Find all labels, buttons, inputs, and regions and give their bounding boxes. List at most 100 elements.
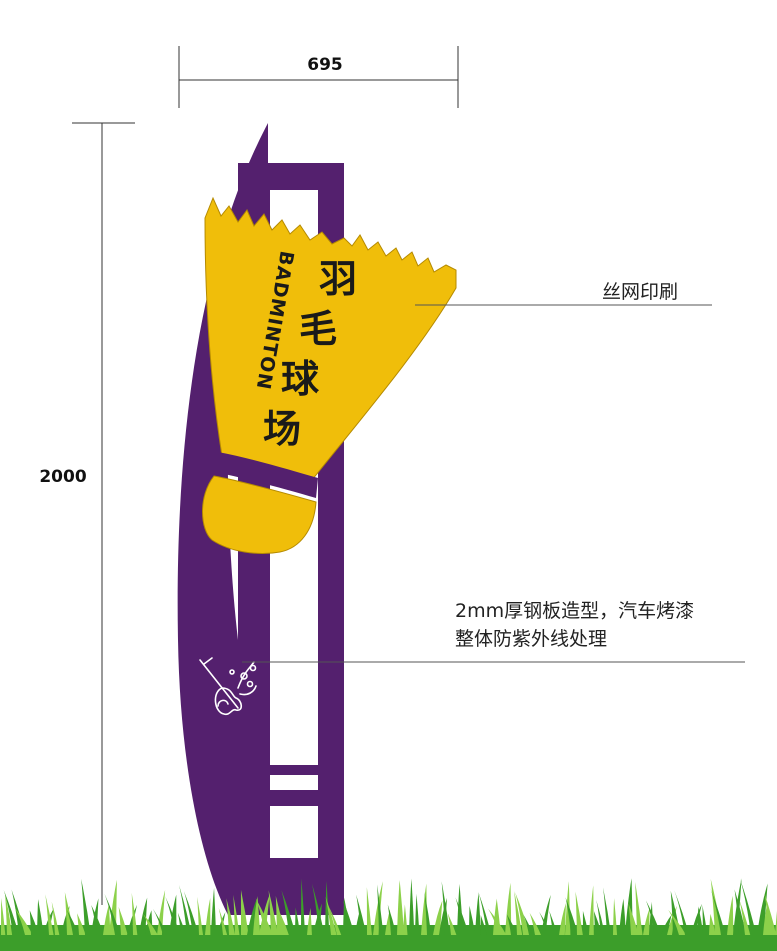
- grass-blade: [541, 894, 551, 935]
- grass-blade: [373, 881, 383, 935]
- grass-blade: [559, 903, 566, 935]
- grass-blade: [253, 896, 261, 935]
- width-label: 695: [307, 55, 343, 75]
- grass-blade: [478, 891, 492, 935]
- grass-blade: [179, 884, 192, 935]
- grass-blade: [325, 896, 337, 935]
- grass-blade: [645, 900, 662, 935]
- grass-blade: [415, 893, 420, 935]
- annotation-material-line1: 2mm厚钢板造型，汽车烤漆: [455, 600, 694, 622]
- grass-blade: [131, 892, 138, 935]
- grass-blade: [211, 887, 217, 935]
- grass-blade: [387, 904, 397, 935]
- grass-blade: [325, 881, 330, 935]
- grass-blade: [764, 893, 777, 935]
- grass-blade: [539, 911, 552, 935]
- grass-blade: [81, 878, 91, 935]
- title-char-4: 场: [263, 407, 301, 451]
- grass-blade: [596, 899, 606, 935]
- grass-blade: [118, 906, 128, 935]
- grass-blade: [433, 900, 443, 935]
- grass-blade: [91, 904, 104, 935]
- grass-blade: [674, 890, 690, 935]
- grass-blade: [603, 887, 612, 935]
- grass-blade: [307, 908, 312, 935]
- grass-strip: [0, 878, 777, 951]
- grass-blade: [441, 881, 450, 935]
- title-char-3: 球: [281, 357, 320, 401]
- grass-blade: [311, 883, 325, 935]
- grass-blade: [295, 907, 301, 935]
- annotation-material-line2: 整体防紫外线处理: [455, 628, 607, 650]
- grass-blade: [475, 892, 481, 935]
- grass-blade: [582, 910, 589, 935]
- grass-blade: [480, 914, 487, 935]
- grass-blade: [103, 904, 111, 935]
- grass-blade: [661, 914, 672, 935]
- grass-blade: [280, 913, 289, 935]
- shuttlecock-feathers: [204, 196, 457, 481]
- grass-blade: [5, 892, 13, 935]
- grass-blade: [409, 878, 415, 935]
- grass-blade: [366, 887, 372, 935]
- grass-blade: [233, 894, 240, 935]
- grass-blade: [593, 911, 603, 935]
- grass-blade: [613, 898, 618, 935]
- grass-blade: [643, 908, 650, 935]
- grass-blade: [697, 906, 704, 935]
- grass-blade: [1, 898, 6, 935]
- grass-blade: [281, 889, 296, 935]
- grass-blade: [506, 914, 518, 935]
- grass-blade: [628, 903, 639, 935]
- grass-blade: [488, 908, 507, 935]
- grass-blade: [152, 908, 168, 935]
- annotation-screen-print: 丝网印刷: [415, 281, 712, 306]
- height-label: 2000: [39, 467, 86, 487]
- sign-title: 羽 毛 球 场: [263, 257, 357, 451]
- grass-blade: [523, 914, 534, 935]
- grass-blade: [727, 895, 734, 935]
- grass-blade: [635, 882, 643, 935]
- grass-blade: [424, 891, 432, 935]
- shuttlecock-cork: [202, 475, 317, 554]
- grass-blade: [77, 913, 86, 935]
- grass-blade: [183, 891, 199, 935]
- grass-blade: [197, 896, 204, 935]
- grass-blade: [268, 890, 279, 935]
- grass-blade: [217, 912, 226, 935]
- grass-blade: [177, 912, 186, 935]
- grass-blade: [469, 905, 476, 935]
- grass-blade: [66, 909, 79, 935]
- grass-blade: [702, 905, 708, 935]
- grass-blade: [157, 889, 166, 935]
- violin-flower-logo-icon: [199, 657, 257, 716]
- grass-blade: [301, 878, 306, 935]
- grass-blade: [240, 889, 249, 935]
- grass-blade: [734, 889, 747, 935]
- grass-blade: [377, 884, 384, 935]
- grass-blade: [589, 885, 594, 935]
- grass-blade: [15, 908, 33, 935]
- grass-blade: [455, 897, 469, 935]
- grass-blade: [218, 907, 228, 935]
- grass-blade: [403, 904, 408, 935]
- grass-blade: [421, 883, 428, 935]
- grass-blade: [143, 914, 158, 935]
- grass-blade: [710, 888, 726, 935]
- grass-blade: [529, 912, 541, 935]
- grass-blade: [104, 893, 121, 935]
- grass-blade: [37, 899, 44, 935]
- grass-blade: [397, 880, 405, 935]
- grass-blade: [565, 897, 579, 935]
- grass-blade: [259, 894, 270, 935]
- grass-blade: [205, 897, 211, 935]
- title-char-1: 羽: [319, 257, 357, 301]
- grass-blade: [326, 902, 342, 935]
- annotation-screen-print-text: 丝网印刷: [602, 281, 678, 303]
- height-dimension: 2000: [39, 122, 135, 905]
- grass-blade: [740, 878, 757, 935]
- grass-blade: [51, 901, 60, 935]
- grass-blade: [619, 898, 627, 935]
- grass-blade: [447, 913, 457, 935]
